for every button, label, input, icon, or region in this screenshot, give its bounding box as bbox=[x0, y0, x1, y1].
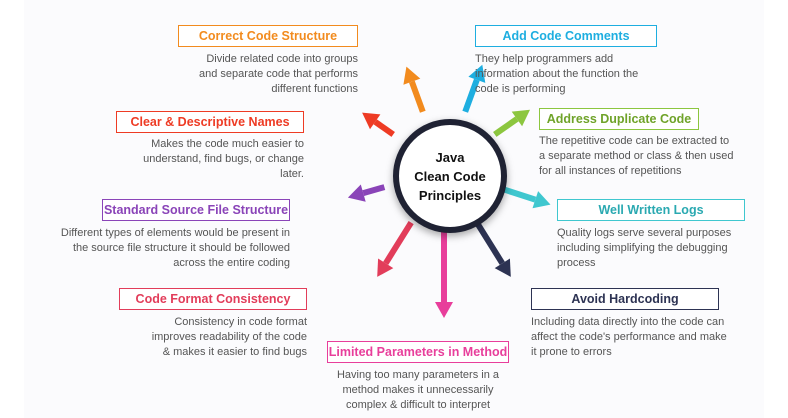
desc-line: affect the code's performance and make bbox=[531, 331, 727, 343]
desc-address-duplicate-code: The repetitive code can be extracted to … bbox=[539, 134, 761, 179]
desc-line: method makes it unnecessarily bbox=[342, 384, 494, 396]
title-address-duplicate-code: Address Duplicate Code bbox=[546, 112, 692, 126]
arrow-head bbox=[362, 112, 381, 130]
arrow-limited-parameters-in-method bbox=[435, 232, 453, 318]
desc-line: Different types of elements would be pre… bbox=[60, 227, 290, 239]
arrow-head bbox=[403, 66, 421, 85]
desc-line: different functions bbox=[271, 83, 358, 95]
desc-correct-code-structure: Divide related code into groups and sepa… bbox=[158, 52, 358, 97]
arrow-shaft bbox=[474, 220, 505, 265]
desc-line: for all instances of repetitions bbox=[539, 165, 682, 177]
title-well-written-logs: Well Written Logs bbox=[598, 203, 704, 217]
title-add-code-comments: Add Code Comments bbox=[502, 29, 630, 43]
diagram-canvas: Java Clean Code Principles Correct Code … bbox=[24, 0, 764, 418]
title-code-format-consistency: Code Format Consistency bbox=[135, 292, 291, 306]
desc-line: including simplifying the debugging bbox=[557, 242, 728, 254]
arrow-shaft bbox=[383, 220, 414, 265]
desc-line: They help programmers add bbox=[475, 53, 614, 65]
arrow-code-format-consistency bbox=[377, 220, 414, 277]
desc-line: it prone to errors bbox=[531, 346, 612, 358]
arrow-address-duplicate-code bbox=[493, 109, 530, 137]
arrows-layer bbox=[347, 64, 551, 318]
pill-address-duplicate-code: Address Duplicate Code bbox=[539, 108, 699, 130]
desc-line: Having too many parameters in a bbox=[336, 369, 500, 381]
desc-well-written-logs: Quality logs serve several purposes incl… bbox=[557, 226, 757, 271]
desc-line: The repetitive code can be extracted to bbox=[539, 135, 730, 147]
arrow-avoid-hardcoding bbox=[474, 220, 511, 277]
desc-line: information about the function the bbox=[475, 68, 639, 80]
desc-code-format-consistency: Consistency in code format improves read… bbox=[87, 315, 307, 360]
desc-clear-descriptive-names: Makes the code much easier to understand… bbox=[114, 137, 304, 182]
center-title: Java Clean Code Principles bbox=[414, 149, 486, 203]
desc-limited-parameters-in-method: Having too many parameters in a method m… bbox=[308, 368, 528, 413]
arrow-shaft bbox=[362, 184, 386, 197]
arrow-standard-source-file-structure bbox=[347, 184, 386, 202]
desc-standard-source-file-structure: Different types of elements would be pre… bbox=[30, 226, 290, 271]
desc-line: Divide related code into groups bbox=[206, 53, 358, 65]
title-avoid-hardcoding: Avoid Hardcoding bbox=[571, 292, 679, 306]
arrow-shaft bbox=[373, 119, 395, 137]
desc-line: improves readability of the code bbox=[151, 331, 307, 343]
desc-line: Including data directly into the code ca… bbox=[531, 316, 725, 328]
desc-line: across the entire coding bbox=[173, 257, 290, 269]
desc-line: Consistency in code format bbox=[174, 316, 307, 328]
title-correct-code-structure: Correct Code Structure bbox=[198, 29, 338, 43]
desc-line: the source file structure it should be f… bbox=[72, 242, 290, 254]
desc-line: understand, find bugs, or change bbox=[143, 153, 304, 165]
desc-add-code-comments: They help programmers add information ab… bbox=[475, 52, 690, 97]
arrow-add-code-comments bbox=[462, 64, 486, 113]
pill-add-code-comments: Add Code Comments bbox=[475, 25, 657, 47]
pill-standard-source-file-structure: Standard Source File Structure bbox=[102, 199, 290, 221]
arrow-head bbox=[494, 258, 511, 277]
arrow-shaft bbox=[502, 186, 537, 203]
desc-line: complex & difficult to interpret bbox=[345, 399, 491, 411]
desc-line: and separate code that performs bbox=[199, 68, 358, 80]
arrow-head bbox=[435, 302, 453, 318]
arrow-head bbox=[532, 191, 551, 209]
center-circle: Java Clean Code Principles bbox=[393, 119, 507, 233]
arrow-head bbox=[377, 258, 394, 277]
desc-line: process bbox=[557, 257, 596, 269]
desc-line: a separate method or class & then used bbox=[539, 150, 734, 162]
desc-avoid-hardcoding: Including data directly into the code ca… bbox=[531, 315, 761, 360]
title-clear-descriptive-names: Clear & Descriptive Names bbox=[130, 115, 290, 129]
arrow-shaft bbox=[493, 116, 519, 137]
pill-well-written-logs: Well Written Logs bbox=[557, 199, 745, 221]
pill-clear-descriptive-names: Clear & Descriptive Names bbox=[116, 111, 304, 133]
pill-code-format-consistency: Code Format Consistency bbox=[119, 288, 307, 310]
pill-correct-code-structure: Correct Code Structure bbox=[178, 25, 358, 47]
pill-avoid-hardcoding: Avoid Hardcoding bbox=[531, 288, 719, 310]
arrow-shaft bbox=[409, 80, 426, 113]
pill-limited-parameters-in-method: Limited Parameters in Method bbox=[327, 341, 509, 363]
title-limited-parameters-in-method: Limited Parameters in Method bbox=[328, 345, 508, 359]
desc-line: Quality logs serve several purposes bbox=[557, 227, 732, 239]
arrow-correct-code-structure bbox=[403, 66, 426, 113]
desc-line: later. bbox=[280, 168, 304, 180]
arrow-head bbox=[511, 109, 530, 127]
title-standard-source-file-structure: Standard Source File Structure bbox=[103, 203, 289, 217]
arrow-clear-descriptive-names bbox=[362, 112, 395, 137]
arrow-head bbox=[347, 184, 366, 202]
desc-line: Makes the code much easier to bbox=[151, 138, 304, 150]
desc-line: & makes it easier to find bugs bbox=[162, 346, 307, 358]
arrow-well-written-logs bbox=[502, 186, 551, 209]
arrow-head bbox=[468, 64, 486, 83]
arrow-shaft bbox=[462, 78, 480, 113]
desc-line: code is performing bbox=[475, 83, 566, 95]
